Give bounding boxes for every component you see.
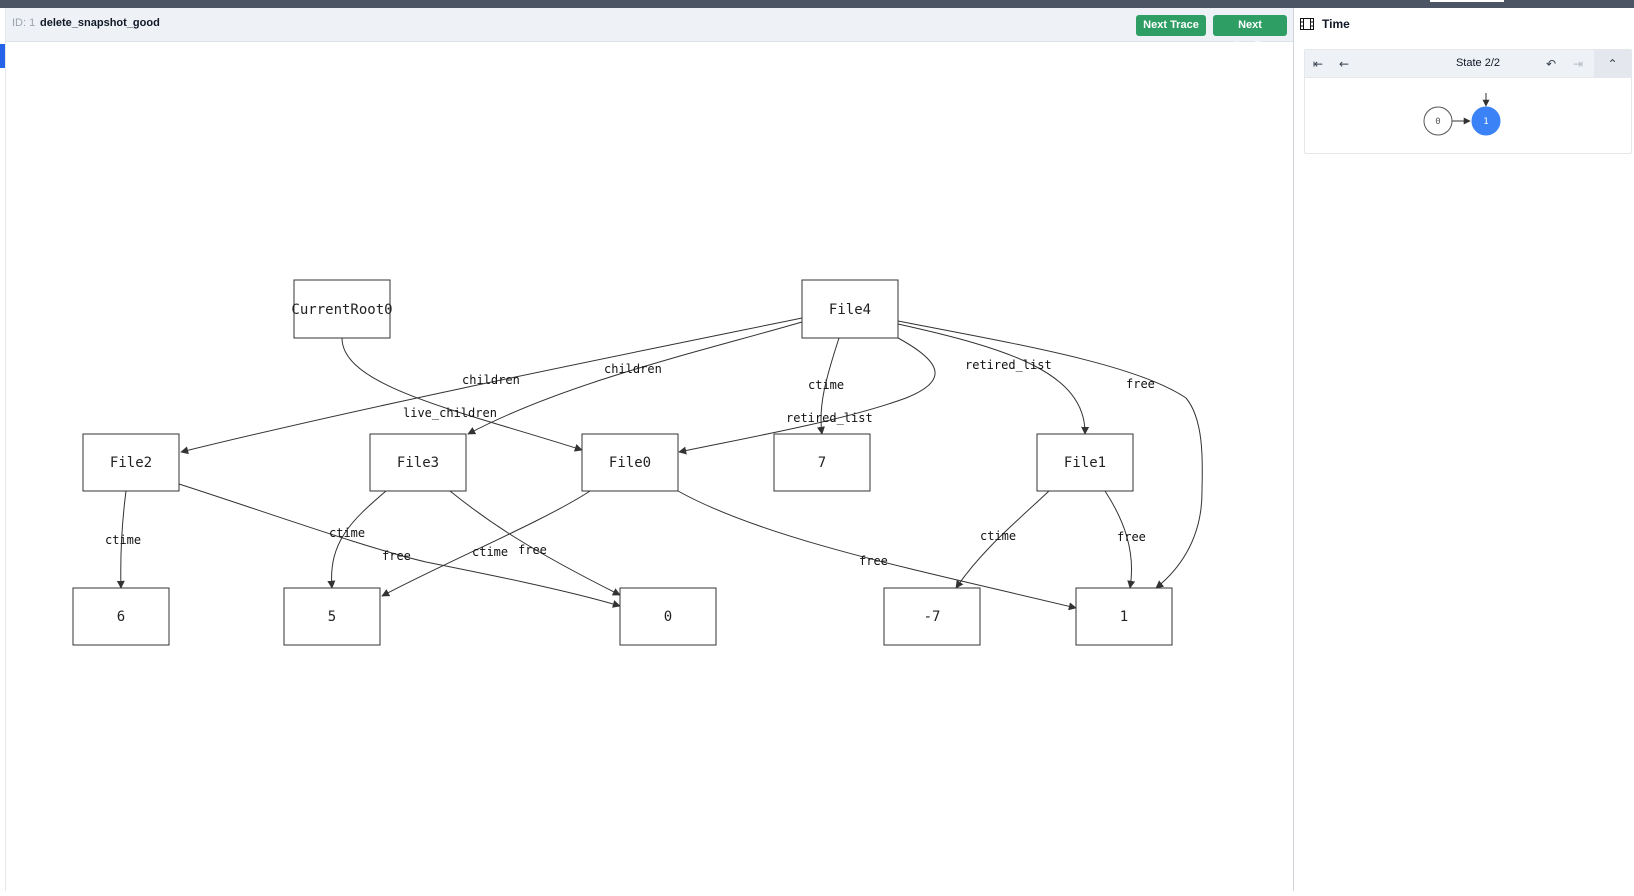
timeline-state-label: 1 bbox=[1483, 117, 1488, 127]
graph-view: ID: 1 delete_snapshot_good Next Trace Ne… bbox=[6, 8, 1293, 891]
edge-file3-5 bbox=[327, 490, 387, 589]
timeline-state-0[interactable]: 0 bbox=[1423, 106, 1453, 136]
edge-file3-0 bbox=[449, 490, 621, 596]
edge-file4-file0 bbox=[678, 337, 936, 455]
edge-file4-file1 bbox=[897, 323, 1090, 435]
node-value-7[interactable]: 7 bbox=[773, 433, 871, 492]
node-currentroot0[interactable]: CurrentRoot0 bbox=[291, 279, 393, 339]
graph-edges bbox=[116, 317, 1203, 611]
timeline-state-1[interactable]: 1 bbox=[1471, 106, 1501, 136]
node-file0[interactable]: File0 bbox=[581, 433, 679, 492]
next-config-button[interactable]: Next Config bbox=[1213, 15, 1287, 52]
panel-divider[interactable] bbox=[1293, 8, 1294, 891]
node-file2[interactable]: File2 bbox=[82, 433, 180, 492]
node-file4[interactable]: File4 bbox=[801, 279, 899, 339]
edge-label: ctime bbox=[472, 545, 508, 559]
time-panel-title: Time bbox=[1322, 17, 1350, 31]
edge-label: ctime bbox=[808, 378, 844, 392]
node-label: 6 bbox=[117, 609, 125, 625]
edge-file4-file2 bbox=[180, 317, 803, 455]
node-label: File2 bbox=[110, 455, 152, 471]
selection-indicator bbox=[0, 44, 5, 68]
node-label: File4 bbox=[829, 302, 871, 318]
graph-nodes: CurrentRoot0 File4 File2 File3 File0 bbox=[72, 279, 1173, 646]
previous-state-icon[interactable]: ← bbox=[1338, 57, 1350, 71]
state-toolbar: ⇤ ← State 2/2 ↶ ⇥ ⌃ bbox=[1305, 50, 1631, 78]
node-label: 1 bbox=[1120, 609, 1128, 625]
edge-file1-neg7 bbox=[955, 490, 1050, 589]
graph-edge-labels: children children live_children ctime re… bbox=[105, 358, 1155, 568]
edge-label: free bbox=[1117, 530, 1146, 544]
node-value-5[interactable]: 5 bbox=[283, 587, 381, 646]
edge-label: ctime bbox=[329, 526, 365, 540]
edge-label: children bbox=[462, 373, 520, 387]
edge-label: free bbox=[518, 543, 547, 557]
film-icon bbox=[1300, 18, 1314, 30]
top-bar-active-tab[interactable] bbox=[1430, 0, 1504, 2]
state-counter: State 2/2 bbox=[1455, 57, 1501, 69]
node-value-6[interactable]: 6 bbox=[72, 587, 170, 646]
first-state-icon[interactable]: ⇤ bbox=[1312, 57, 1324, 71]
edge-file2-6 bbox=[116, 490, 127, 589]
edge-label: children bbox=[604, 362, 662, 376]
node-label: File0 bbox=[609, 455, 651, 471]
time-panel-header: Time bbox=[1294, 8, 1634, 40]
edge-label: free bbox=[1126, 377, 1155, 391]
edge-file0-1 bbox=[677, 490, 1077, 611]
edge-currentroot0-file0 bbox=[341, 337, 583, 452]
node-file1[interactable]: File1 bbox=[1036, 433, 1134, 492]
edge-label: live_children bbox=[403, 406, 497, 420]
node-file3[interactable]: File3 bbox=[369, 433, 467, 492]
node-label: 5 bbox=[328, 609, 336, 625]
trace-name: delete_snapshot_good bbox=[40, 17, 160, 29]
time-panel: Time ⇤ ← State 2/2 ↶ ⇥ ⌃ 0 bbox=[1294, 8, 1634, 891]
collapse-icon[interactable]: ⌃ bbox=[1594, 50, 1631, 78]
node-label: 7 bbox=[818, 455, 826, 471]
edge-file4-7 bbox=[817, 337, 840, 435]
edge-label: ctime bbox=[980, 529, 1016, 543]
current-state-dot bbox=[1471, 106, 1501, 136]
node-label: File3 bbox=[397, 455, 439, 471]
node-label: -7 bbox=[924, 609, 941, 625]
left-border bbox=[5, 8, 6, 891]
next-trace-button[interactable]: Next Trace bbox=[1136, 15, 1206, 36]
trace-header: ID: 1 delete_snapshot_good Next Trace Ne… bbox=[6, 8, 1293, 52]
edge-label: free bbox=[382, 549, 411, 563]
node-label: 0 bbox=[664, 609, 672, 625]
trace-id-label: ID: 1 bbox=[12, 17, 36, 29]
node-value-0[interactable]: 0 bbox=[619, 587, 717, 646]
timeline-state-label: 0 bbox=[1435, 117, 1440, 127]
undo-icon[interactable]: ↶ bbox=[1545, 57, 1557, 71]
edge-file0-5 bbox=[381, 490, 591, 597]
state-navigator: ⇤ ← State 2/2 ↶ ⇥ ⌃ 0 bbox=[1304, 49, 1632, 154]
state-graph: children children live_children ctime re… bbox=[72, 279, 1203, 646]
node-label: File1 bbox=[1064, 455, 1106, 471]
edge-label: retired_list bbox=[965, 358, 1052, 372]
edge-label: free bbox=[859, 554, 888, 568]
state-timeline: 0 1 bbox=[1305, 79, 1631, 153]
timeline-graph: 0 1 bbox=[1423, 93, 1501, 136]
node-value-neg7[interactable]: -7 bbox=[883, 587, 981, 646]
node-value-1[interactable]: 1 bbox=[1075, 587, 1173, 646]
edge-file2-0 bbox=[178, 483, 621, 608]
edge-label: retired_list bbox=[786, 411, 873, 425]
edge-label: ctime bbox=[105, 533, 141, 547]
graph-canvas[interactable]: children children live_children ctime re… bbox=[6, 42, 1293, 891]
edge-file1-1 bbox=[1104, 490, 1136, 589]
last-state-icon[interactable]: ⇥ bbox=[1572, 57, 1584, 71]
top-bar bbox=[0, 0, 1634, 8]
edge-file4-file3 bbox=[467, 321, 803, 435]
edge-file4-1 bbox=[897, 320, 1203, 589]
node-label: CurrentRoot0 bbox=[291, 302, 392, 318]
